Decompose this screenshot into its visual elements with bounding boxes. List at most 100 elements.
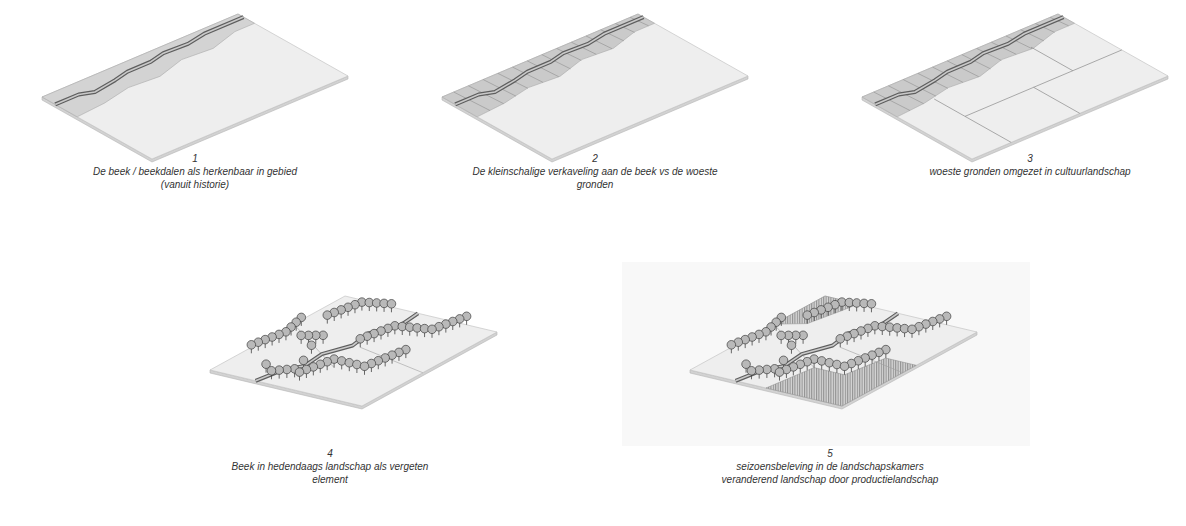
tree-crown xyxy=(908,325,917,334)
tree-crown xyxy=(867,300,876,309)
tree-symbol xyxy=(360,362,369,375)
tree-crown xyxy=(755,366,764,375)
tree-crown xyxy=(356,335,365,344)
tree-symbol xyxy=(319,331,328,344)
tree-symbol xyxy=(297,331,306,344)
stream-bank xyxy=(736,313,898,381)
tree-symbol xyxy=(852,299,861,312)
tree-crown xyxy=(833,360,842,369)
tree-symbol xyxy=(908,325,917,338)
tree-symbol xyxy=(867,300,876,313)
crop-field xyxy=(774,296,859,324)
tree-crown xyxy=(777,331,786,340)
field-boundary xyxy=(1031,47,1073,71)
tree-symbol xyxy=(763,365,772,378)
field-boundary xyxy=(360,347,423,372)
tree-symbol xyxy=(428,325,437,338)
tree-symbol xyxy=(799,331,808,344)
panel-background xyxy=(622,262,1030,446)
tree-crown xyxy=(247,341,256,350)
tree-crown xyxy=(353,360,362,369)
tree-crown xyxy=(299,356,308,365)
tree-crown xyxy=(747,366,756,375)
plate-top xyxy=(42,14,348,159)
tree-symbol xyxy=(787,341,796,354)
tree-symbol xyxy=(323,311,332,324)
tree-crown xyxy=(817,357,826,366)
tree-rows xyxy=(247,298,471,381)
tree-crown xyxy=(323,311,332,320)
tree-crown xyxy=(428,325,437,334)
tree-symbol xyxy=(307,341,316,354)
panel-caption: De beek / beekdalen als herkenbaar in ge… xyxy=(78,165,313,191)
valley-band xyxy=(442,14,655,117)
stream-bank xyxy=(455,17,643,104)
panel-illustration xyxy=(862,14,1168,162)
tree-symbol xyxy=(860,299,869,312)
tree-crown xyxy=(840,362,849,371)
tree-crown xyxy=(267,366,276,375)
panel-number: 5 xyxy=(800,447,860,460)
tree-crown xyxy=(360,362,369,371)
stream-bank xyxy=(55,17,243,104)
tree-crown xyxy=(337,357,346,366)
tree-symbol xyxy=(283,365,292,378)
tree-crown xyxy=(307,341,316,350)
field-boundary xyxy=(840,347,903,372)
panel-illustration xyxy=(42,14,348,162)
tree-crown xyxy=(727,341,736,350)
panel-illustration xyxy=(690,296,977,409)
tree-symbol xyxy=(845,298,854,311)
plate-top xyxy=(862,14,1168,159)
stream-water xyxy=(455,17,643,104)
tree-symbol xyxy=(356,335,365,348)
plate-top xyxy=(442,14,748,159)
tree-crown xyxy=(779,356,788,365)
plate-top xyxy=(690,296,977,406)
tree-symbol xyxy=(247,341,256,354)
tree-crown xyxy=(283,365,292,374)
tree-symbol xyxy=(267,366,276,379)
tree-crown xyxy=(387,300,396,309)
panel-number: 4 xyxy=(300,447,360,460)
tree-symbol xyxy=(836,335,845,348)
stream-water xyxy=(55,17,243,104)
panel-caption: woeste gronden omgezet in cultuurlandsch… xyxy=(899,165,1161,178)
tree-symbol xyxy=(727,341,736,354)
tree-symbol xyxy=(387,300,396,313)
plate-top xyxy=(210,296,497,406)
tree-symbol xyxy=(777,331,786,344)
stream-water xyxy=(736,313,898,381)
tree-crown xyxy=(787,341,796,350)
field-boundary xyxy=(965,50,1122,116)
stream-water xyxy=(256,313,418,381)
valley-band xyxy=(862,14,1075,117)
tree-symbol xyxy=(275,366,284,379)
tree-crown xyxy=(825,358,834,367)
tree-symbol xyxy=(775,368,784,381)
stream-bank xyxy=(875,17,1063,104)
panel-caption: seizoensbeleving in de landschapskamers … xyxy=(708,460,953,486)
tree-symbol xyxy=(372,299,381,312)
valley-band xyxy=(42,14,255,117)
tree-symbol xyxy=(747,366,756,379)
tree-crown xyxy=(763,365,772,374)
tree-crown xyxy=(803,311,812,320)
tree-rows xyxy=(727,298,951,381)
field-boundary xyxy=(1034,87,1080,113)
tree-symbol xyxy=(365,298,374,311)
panel-caption: De kleinschalige verkaveling aan de beek… xyxy=(469,165,721,191)
tree-symbol xyxy=(295,368,304,381)
panel-illustration xyxy=(442,14,748,162)
tree-symbol xyxy=(840,362,849,375)
stream-bank xyxy=(256,313,418,381)
panel-number: 1 xyxy=(165,152,225,165)
tree-crown xyxy=(345,358,354,367)
tree-crown xyxy=(297,331,306,340)
tree-crown xyxy=(775,368,784,377)
field-boundary xyxy=(934,99,1011,142)
panel-illustration xyxy=(210,296,497,409)
tree-crown xyxy=(836,335,845,344)
